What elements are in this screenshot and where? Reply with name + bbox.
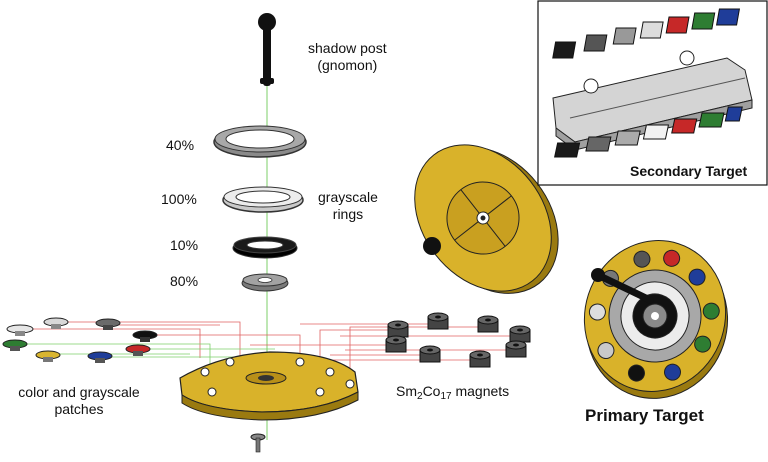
secondary-target-title: Secondary Target [630, 163, 748, 179]
ring-40-label: 40% [166, 137, 195, 153]
ring-100-label: 100% [161, 191, 197, 207]
gnomon-icon [258, 13, 276, 86]
magnets-label-sub1: 2 [417, 391, 423, 402]
ring-80-label: 80% [170, 273, 199, 289]
primary-target-title: Primary Target [585, 406, 704, 425]
base-plate [179, 351, 359, 421]
grayscale-ring-icon [241, 273, 289, 292]
shadow-post-label-line2: (gnomon) [317, 57, 378, 73]
grayscale-ring-icon [232, 236, 298, 259]
secondary-target-patches-bottom [554, 106, 743, 158]
magnets-label-sub2: 17 [440, 391, 452, 402]
grayscale-rings-label-line2: rings [332, 206, 364, 222]
primary-gnomon-icon [591, 268, 654, 304]
magnets-label-text: magnets [451, 383, 510, 399]
magnets-label-sm: Sm [396, 383, 417, 399]
magnets-label-co: Co [422, 383, 441, 399]
rotated-target-plate [414, 144, 559, 294]
ring-10-label: 10% [170, 237, 199, 253]
gnomon-knob [423, 237, 441, 255]
grayscale-rings-label: grayscale rings [318, 189, 378, 223]
patches-label: color and grayscale patches [4, 384, 154, 418]
screw-icon [250, 433, 266, 453]
magnet-icon [385, 312, 531, 368]
shadow-post-label: shadow post (gnomon) [308, 40, 387, 74]
primary-target [583, 240, 729, 399]
grayscale-rings-label-line1: grayscale [318, 189, 378, 205]
patches-label-line2: patches [54, 401, 104, 417]
grayscale-ring-icon [222, 186, 304, 213]
magnets-label: Sm2Co17 magnets [396, 383, 509, 405]
patches-label-line1: color and grayscale [18, 384, 140, 400]
grayscale-ring-icon [213, 125, 307, 158]
secondary-target-patches-top [552, 8, 741, 59]
patch-icon [2, 317, 158, 363]
shadow-post-label-line1: shadow post [308, 40, 387, 56]
